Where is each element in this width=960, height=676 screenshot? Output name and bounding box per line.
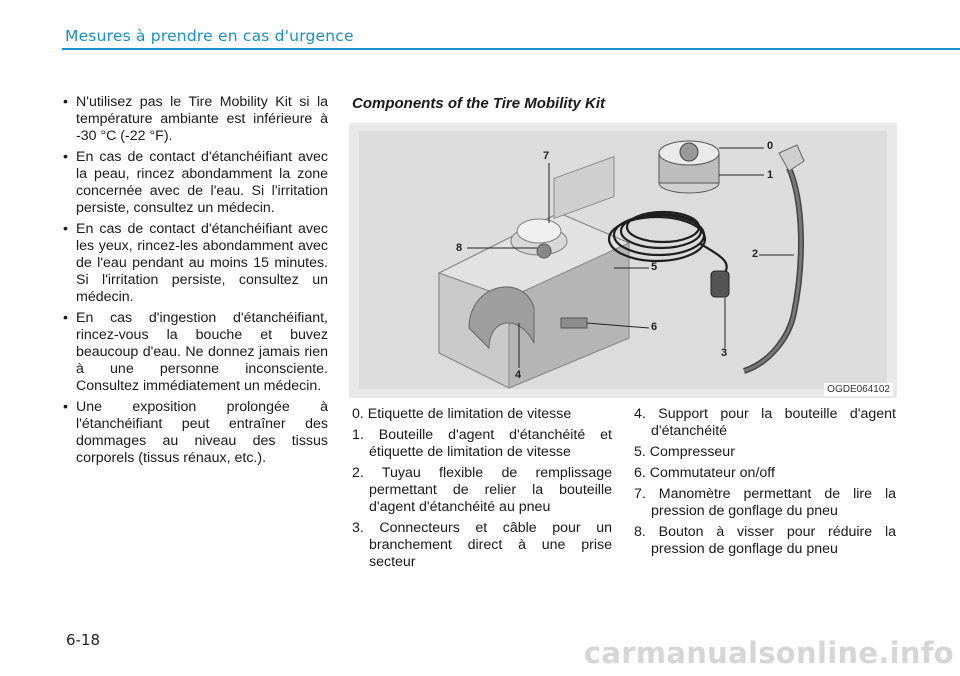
component-item: 2. Tuyau flexible de remplissage permett… bbox=[352, 465, 612, 515]
component-item: 7. Manomètre permettant de lire la press… bbox=[634, 486, 896, 519]
site-watermark: carmanualsonline.info bbox=[583, 636, 954, 670]
components-list-right: 4. Support pour la bouteille d'agent d'é… bbox=[634, 406, 896, 562]
component-item: 0. Etiquette de limitation de vitesse bbox=[352, 406, 572, 422]
figure-code: OGDE064102 bbox=[824, 383, 893, 396]
page-number: 6-18 bbox=[66, 631, 101, 649]
callout-label: 1 bbox=[767, 169, 774, 181]
warning-item: En cas de contact d'étanchéifiant avec l… bbox=[62, 221, 328, 306]
warning-item: En cas d'ingestion d'étanchéifiant, rinc… bbox=[62, 310, 328, 395]
callout-label: 2 bbox=[752, 248, 759, 260]
component-item: 8. Bouton à visser pour réduire la press… bbox=[634, 524, 896, 557]
warning-item: Une exposition prolongée à l'étanchéifia… bbox=[62, 399, 328, 467]
callout-label: 7 bbox=[543, 150, 550, 162]
components-list-left: 0. Etiquette de limitation de vitesse 1.… bbox=[352, 406, 612, 575]
tire-mobility-kit-illustration: 7 8 0 1 2 3 4 5 6 OGDE064102 bbox=[349, 123, 897, 398]
section-header-title: Mesures à prendre en cas d'urgence bbox=[65, 27, 354, 45]
component-item: 1. Bouteille d'agent d'étanchéité et éti… bbox=[352, 427, 612, 460]
kit-drawing bbox=[349, 123, 897, 398]
header-rule bbox=[62, 48, 960, 50]
component-item: 4. Support pour la bouteille d'agent d'é… bbox=[634, 406, 896, 439]
components-list: 0. Etiquette de limitation de vitesse 1.… bbox=[352, 406, 612, 571]
component-item: 6. Commutateur on/off bbox=[634, 465, 775, 481]
warning-item: En cas de contact d'étanchéifiant avec l… bbox=[62, 149, 328, 217]
components-title: Components of the Tire Mobility Kit bbox=[352, 95, 606, 112]
callout-label: 0 bbox=[767, 140, 774, 152]
callout-label: 5 bbox=[651, 261, 658, 273]
component-item: 3. Connecteurs et câble pour un branchem… bbox=[352, 520, 612, 570]
callout-label: 3 bbox=[721, 347, 728, 359]
warning-item: N'utilisez pas le Tire Mobility Kit si l… bbox=[62, 94, 328, 145]
warning-list: N'utilisez pas le Tire Mobility Kit si l… bbox=[62, 94, 328, 467]
callout-label: 8 bbox=[456, 242, 463, 254]
callout-label: 4 bbox=[515, 369, 522, 381]
component-item: 5. Compresseur bbox=[634, 444, 735, 460]
callout-label: 6 bbox=[651, 321, 658, 333]
components-list: 4. Support pour la bouteille d'agent d'é… bbox=[634, 406, 896, 558]
warning-column: N'utilisez pas le Tire Mobility Kit si l… bbox=[62, 94, 328, 471]
